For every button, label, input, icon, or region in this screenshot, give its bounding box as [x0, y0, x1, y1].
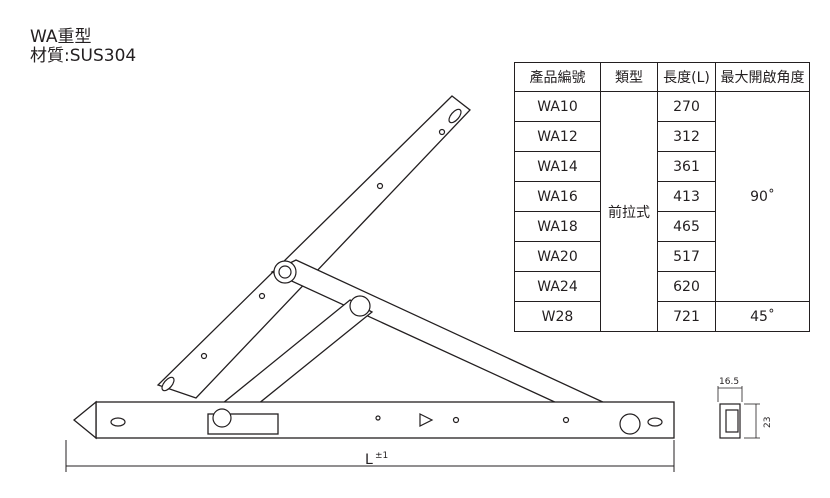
- angle-cell: 90˚: [715, 91, 810, 302]
- section-height-label: 23: [763, 417, 773, 428]
- length-cell: 620: [657, 271, 716, 302]
- length-cell: 361: [657, 151, 716, 182]
- table-row: WA24 620: [514, 271, 810, 302]
- table-header-row: 產品編號 類型 長度(L) 最大開啟角度: [514, 62, 810, 92]
- slot-hole: [161, 376, 175, 392]
- product-code: WA20: [514, 241, 601, 272]
- header-code: 產品編號: [514, 62, 601, 92]
- table-row: WA14 361: [514, 151, 810, 182]
- table-row: WA16 413: [514, 181, 810, 212]
- length-cell: 413: [657, 181, 716, 212]
- slot-hole: [448, 108, 462, 124]
- rivet: [278, 265, 292, 279]
- angle-cell: 45˚: [715, 301, 810, 332]
- table-row: WA12 312: [514, 121, 810, 152]
- product-code: W28: [514, 301, 601, 332]
- table-row: W28 721 45˚: [514, 301, 810, 332]
- rivet: [619, 413, 641, 435]
- product-code: WA24: [514, 271, 601, 302]
- tolerance-label: ±1: [375, 451, 388, 461]
- length-cell: 517: [657, 241, 716, 272]
- track-tip: [72, 400, 97, 440]
- hole: [375, 415, 381, 421]
- arrow-mark: [419, 413, 434, 427]
- header-angle: 最大開啟角度: [715, 62, 810, 92]
- hole: [376, 182, 384, 190]
- type-cell: 前拉式: [600, 91, 658, 332]
- length-cell: 312: [657, 121, 716, 152]
- header-type: 類型: [600, 62, 658, 92]
- title-block: WA重型 材質:SUS304: [30, 28, 136, 66]
- table-row: WA10 前拉式 270 90˚: [514, 91, 810, 332]
- product-code: WA18: [514, 211, 601, 242]
- length-cell: 721: [657, 301, 716, 332]
- product-code: WA12: [514, 121, 601, 152]
- hole: [562, 416, 570, 424]
- hole: [200, 352, 208, 360]
- length-cell: 270: [657, 91, 716, 122]
- section-width-label: 16.5: [719, 377, 739, 387]
- table-row: WA18 465: [514, 211, 810, 242]
- hole: [452, 416, 460, 424]
- material-label: 材質:SUS304: [30, 46, 137, 66]
- product-code: WA14: [514, 151, 601, 182]
- spec-table: 產品編號 類型 長度(L) 最大開啟角度 WA10 前拉式 270 90˚ WA…: [514, 62, 810, 332]
- base-track: [95, 401, 675, 439]
- slot-hole: [110, 417, 126, 427]
- length-cell: 465: [657, 211, 716, 242]
- product-title: WA重型: [30, 27, 92, 47]
- length-label: L: [365, 452, 373, 468]
- product-code: WA16: [514, 181, 601, 212]
- hole: [258, 292, 266, 300]
- slot-hole: [647, 417, 663, 427]
- hole: [438, 128, 446, 136]
- header-length: 長度(L): [657, 62, 716, 92]
- upper-arm: [156, 95, 471, 399]
- product-code: WA10: [514, 91, 601, 122]
- rivet: [212, 408, 232, 428]
- rivet: [349, 295, 371, 317]
